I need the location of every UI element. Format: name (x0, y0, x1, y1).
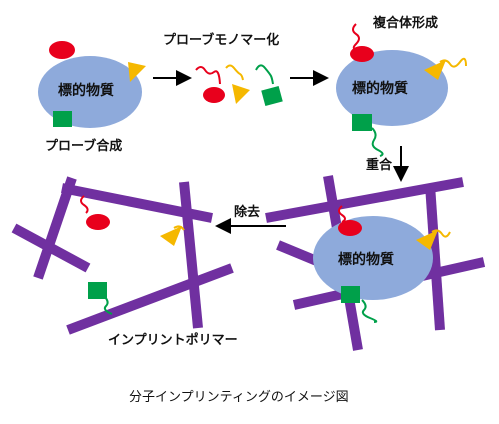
figure-caption: 分子インプリンティングのイメージ図 (129, 390, 349, 405)
red-monomer-tether (195, 66, 221, 85)
stage-complex (336, 23, 467, 157)
yellow-monomer (232, 84, 250, 104)
complex-green-tether (371, 127, 384, 157)
red-monomer (203, 87, 225, 103)
embedded-red-probe (338, 220, 362, 236)
yellow-probe (128, 62, 146, 82)
embedded-green-tether (361, 299, 378, 323)
imprint-yellow-tether (173, 225, 185, 231)
step-probe-monomerization: プローブモノマー化 (163, 33, 280, 48)
stage-imprinted-polymer (11, 176, 234, 335)
embedded-yellow-probe (416, 230, 438, 250)
complex-target-ellipse (336, 50, 448, 126)
imprint-green-tether (103, 295, 113, 315)
red-probe (49, 41, 75, 59)
green-probe (53, 111, 72, 127)
complex-green-probe (352, 114, 372, 131)
complex-red-tether (352, 23, 361, 51)
embedded-green-probe (341, 286, 360, 303)
step-polymerization: 重合 (366, 158, 393, 173)
imprint-green-probe (88, 282, 107, 299)
step-probe-synthesis: プローブ合成 (45, 139, 123, 154)
imprint-red-probe (86, 214, 110, 230)
green-monomer (261, 85, 283, 107)
yellow-monomer-tether (225, 64, 244, 81)
stage-probe-monomers (195, 64, 283, 107)
complex-yellow-probe (424, 60, 446, 80)
imprint-red-tether (80, 195, 89, 214)
imprint-yellow-probe (160, 226, 182, 246)
target-label-3: 標的物質 (338, 252, 394, 268)
target-molecule-ellipse (38, 56, 142, 128)
stage-target-with-probes (38, 41, 146, 128)
target-label-1: 標的物質 (58, 83, 114, 99)
green-monomer-tether (255, 64, 274, 85)
step-removal: 除去 (234, 205, 261, 220)
stage-embedded-polymer (265, 175, 486, 351)
step-complex-formation: 複合体形成 (373, 16, 439, 31)
embedded-yellow-tether (431, 229, 451, 238)
embedded-target-ellipse (313, 216, 433, 300)
complex-red-probe (350, 46, 374, 62)
imprinted-polymer-label: インプリントポリマー (108, 333, 238, 348)
embedded-red-tether (338, 205, 346, 223)
target-label-2: 標的物質 (352, 81, 408, 97)
polymer-network-left (11, 176, 234, 335)
